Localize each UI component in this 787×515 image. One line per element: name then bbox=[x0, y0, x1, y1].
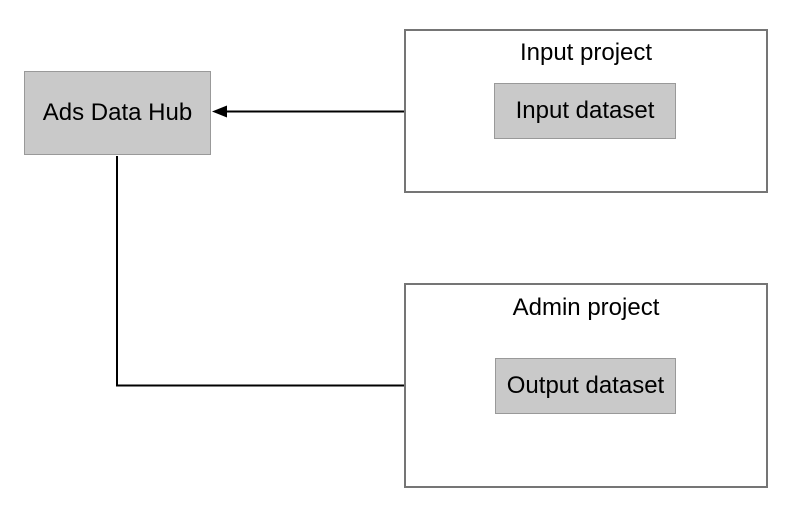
container-title-admin-project: Admin project bbox=[512, 294, 660, 321]
container-title-input-project: Input project bbox=[519, 39, 653, 66]
node-label-output-dataset: Output dataset bbox=[506, 372, 665, 399]
node-label-input-dataset: Input dataset bbox=[515, 97, 655, 124]
edge-ads-data-hub-to-output-dataset bbox=[116, 156, 480, 387]
node-label-ads-data-hub: Ads Data Hub bbox=[42, 99, 193, 126]
node-input-dataset: Input dataset bbox=[494, 83, 676, 139]
arrowhead-left-icon bbox=[212, 105, 227, 118]
node-output-dataset: Output dataset bbox=[495, 358, 676, 414]
node-ads-data-hub: Ads Data Hub bbox=[24, 71, 211, 155]
